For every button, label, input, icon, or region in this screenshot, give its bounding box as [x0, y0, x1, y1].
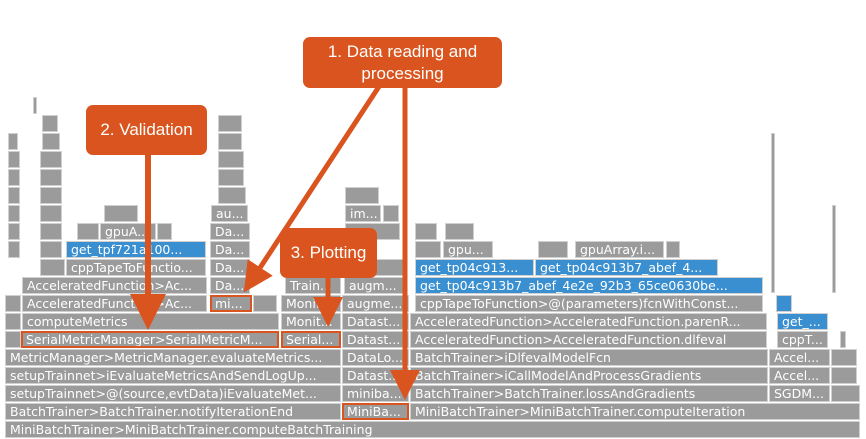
callout-plotting: 3. Plotting — [280, 228, 377, 278]
frame-lossAndGradients[interactable]: BatchTrainer>BatchTrainer.lossAndGradien… — [410, 385, 768, 402]
frame-small[interactable] — [8, 151, 20, 168]
frame-computeBatchTraining[interactable]: MiniBatchTrainer>MiniBatchTrainer.comput… — [5, 421, 860, 438]
frame-notifyIterationEnd[interactable]: BatchTrainer>BatchTrainer.notifyIteratio… — [5, 403, 341, 420]
frame-callModelAndProcessGradients[interactable]: BatchTrainer>iCallModelAndProcessGradien… — [410, 367, 768, 384]
frame-small[interactable] — [415, 241, 441, 258]
callout-validation: 2. Validation — [86, 105, 207, 155]
frame-miniba[interactable]: miniba... — [342, 385, 409, 402]
frame-small[interactable] — [40, 241, 62, 258]
frame-gpu[interactable]: gpu... — [443, 241, 493, 258]
frame-parenReference[interactable]: AcceleratedFunction>AcceleratedFunction.… — [410, 313, 767, 330]
frame-small[interactable] — [40, 151, 62, 168]
frame-gpuArray[interactable]: gpuArray.i... — [575, 241, 664, 258]
frame-small[interactable] — [218, 133, 242, 150]
frame-small[interactable] — [33, 97, 37, 114]
callout-data-reading: 1. Data reading and processing — [303, 37, 502, 88]
frame-small[interactable] — [840, 331, 846, 348]
frame-small-gpu[interactable] — [776, 295, 792, 312]
frame-small[interactable] — [831, 385, 860, 402]
frame-mi-highlighted[interactable]: mi... — [210, 295, 252, 312]
frame-small[interactable] — [218, 169, 244, 186]
frame-computeMetrics[interactable]: computeMetrics — [22, 313, 279, 330]
frame-small[interactable] — [445, 223, 474, 240]
frame-da[interactable]: Da... — [210, 259, 250, 276]
frame-small[interactable] — [218, 151, 244, 168]
frame-small[interactable] — [666, 241, 680, 258]
frame-small[interactable] — [253, 295, 277, 312]
frame-cppTapeToFunction[interactable]: cppTapeToFunction>@(parameters)fcnWithCo… — [415, 295, 763, 312]
callout-validation-text: 2. Validation — [100, 120, 193, 139]
frame-small[interactable] — [40, 205, 62, 222]
frame-im[interactable]: im... — [345, 205, 381, 222]
frame-acceleratedFunction[interactable]: AcceleratedFunction>Ac... — [22, 277, 207, 294]
frame-small[interactable] — [42, 115, 58, 132]
frame-evaluate-met-callback[interactable]: setupTrainnet>@(source,evtData)iEvaluate… — [5, 385, 341, 402]
frame-minibatch-highlighted[interactable]: MiniBa... — [342, 403, 409, 420]
frame-computeIteration[interactable]: MiniBatchTrainer>MiniBatchTrainer.comput… — [410, 403, 860, 420]
frame-acceleratedFunction[interactable]: AcceleratedFunction>Ac... — [22, 295, 207, 312]
frame-small[interactable] — [40, 187, 62, 204]
frame-evaluateMetrics[interactable]: MetricManager>MetricManager.evaluateMetr… — [5, 349, 341, 366]
frame-get-tp04c913b7-abef[interactable]: get_tp04c913b7_abef_4... — [535, 259, 718, 276]
frame-dlfevalModelFcn[interactable]: BatchTrainer>iDlfevalModelFcn — [410, 349, 768, 366]
frame-accel[interactable]: Accel... — [769, 367, 830, 384]
frame-small[interactable] — [5, 331, 21, 348]
frame-small[interactable] — [104, 205, 138, 222]
frame-au[interactable]: au... — [211, 205, 248, 222]
frame-small[interactable] — [831, 349, 857, 366]
frame-small[interactable] — [8, 205, 20, 222]
frame-augme[interactable]: augme... — [342, 295, 409, 312]
callout-data-reading-text: 1. Data reading and processing — [327, 41, 478, 83]
frame-small[interactable] — [42, 133, 60, 150]
frame-datast[interactable]: Datast... — [342, 313, 409, 330]
frame-small[interactable] — [218, 187, 246, 204]
frame-small[interactable] — [831, 367, 857, 384]
frame-small[interactable] — [8, 241, 20, 258]
frame-serialMetricManager-highlighted[interactable]: SerialMetricManager>SerialMetricM... — [21, 331, 279, 348]
frame-da[interactable]: Da... — [210, 223, 250, 240]
frame-small[interactable] — [40, 259, 65, 276]
frame-monit[interactable]: Monit... — [281, 313, 341, 330]
frame-da[interactable]: Da... — [210, 241, 250, 258]
frame-small[interactable] — [415, 223, 437, 240]
frame-cppT[interactable]: cppT... — [777, 331, 828, 348]
frame-small[interactable] — [218, 115, 242, 132]
frame-small[interactable] — [40, 223, 62, 240]
frame-da[interactable]: Da... — [210, 277, 250, 294]
frame-augm[interactable]: augm... — [344, 277, 406, 294]
frame-datalo[interactable]: DataLo... — [342, 349, 409, 366]
frame-small[interactable] — [77, 223, 99, 240]
frame-get-tpf721a100[interactable]: get_tpf721a100... — [66, 241, 206, 258]
frame-monit[interactable]: Monit... — [281, 295, 341, 312]
frame-small[interactable] — [8, 169, 20, 186]
frame-serial-highlighted[interactable]: Serial... — [281, 331, 341, 348]
frame-datast[interactable]: Datast... — [342, 331, 409, 348]
frame-accel[interactable]: Accel... — [769, 349, 830, 366]
frame-small[interactable] — [771, 133, 775, 293]
frame-get-tp04c913[interactable]: get_tp04c913... — [415, 259, 534, 276]
callout-plotting-text: 3. Plotting — [290, 243, 367, 262]
frame-small[interactable] — [345, 187, 379, 204]
frame-datast[interactable]: Datast... — [342, 367, 409, 384]
frame-small[interactable] — [5, 313, 21, 330]
frame-cppTapeToFunctio[interactable]: cppTapeToFunctio... — [66, 259, 206, 276]
frame-small[interactable] — [157, 223, 172, 240]
frame-small[interactable] — [8, 223, 20, 240]
frame-get-tp04c913b7[interactable]: get_tp04c913b7_abef_4e2e_92b3_65ce0630be… — [415, 277, 763, 294]
frame-small[interactable] — [40, 169, 62, 186]
frame-small[interactable] — [8, 133, 18, 150]
frame-gpuA[interactable]: gpuA... — [100, 223, 156, 240]
frame-small[interactable] — [383, 205, 399, 222]
frame-small[interactable] — [832, 205, 836, 293]
frame-small[interactable] — [538, 241, 568, 258]
frame-small[interactable] — [5, 295, 21, 312]
frame-sgdm[interactable]: SGDM... — [769, 385, 830, 402]
frame-get-gpu[interactable]: get_... — [777, 313, 828, 330]
frame-dlfeval[interactable]: AcceleratedFunction>AcceleratedFunction.… — [410, 331, 767, 348]
frame-train[interactable]: Train... — [285, 277, 341, 294]
frame-evaluateMetricsAndSendLog[interactable]: setupTrainnet>iEvaluateMetricsAndSendLog… — [5, 367, 341, 384]
frame-small[interactable] — [8, 187, 20, 204]
